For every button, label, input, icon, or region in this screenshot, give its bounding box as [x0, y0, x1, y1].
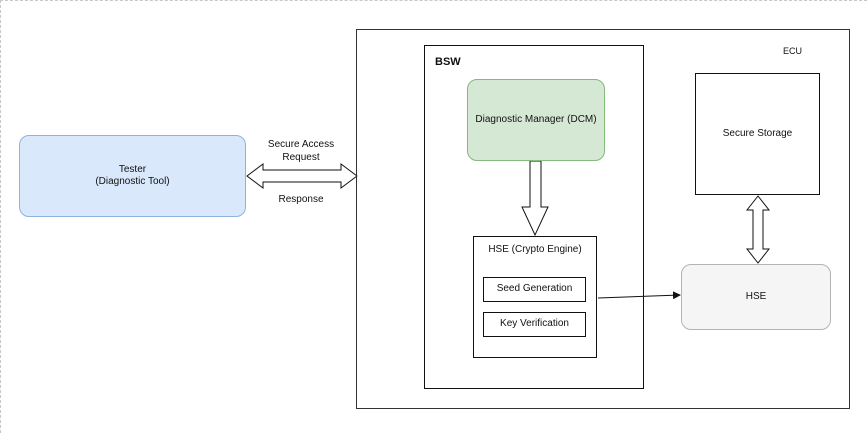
- bsw-container: [424, 45, 644, 389]
- ecu-title: ECU: [783, 46, 803, 56]
- dcm-to-hse-engine-arrow: [521, 160, 549, 237]
- hse-engine-to-hse-arrow: [597, 291, 681, 300]
- secure-access-request-label: Secure Access Request: [267, 139, 335, 163]
- tester-ecu-double-arrow: [246, 163, 358, 189]
- dcm-node: Diagnostic Manager (DCM): [467, 79, 605, 161]
- seed-generation-node: Seed Generation: [483, 277, 586, 302]
- response-label: Response: [278, 194, 324, 205]
- bsw-title: BSW: [435, 56, 461, 68]
- storage-hse-double-arrow: [745, 195, 771, 264]
- secure-storage-node: Secure Storage: [695, 73, 820, 195]
- hse-node: HSE: [681, 264, 831, 330]
- tester-node: Tester (Diagnostic Tool): [19, 135, 246, 217]
- ecu-container: [356, 29, 850, 409]
- key-verification-node: Key Verification: [483, 312, 586, 337]
